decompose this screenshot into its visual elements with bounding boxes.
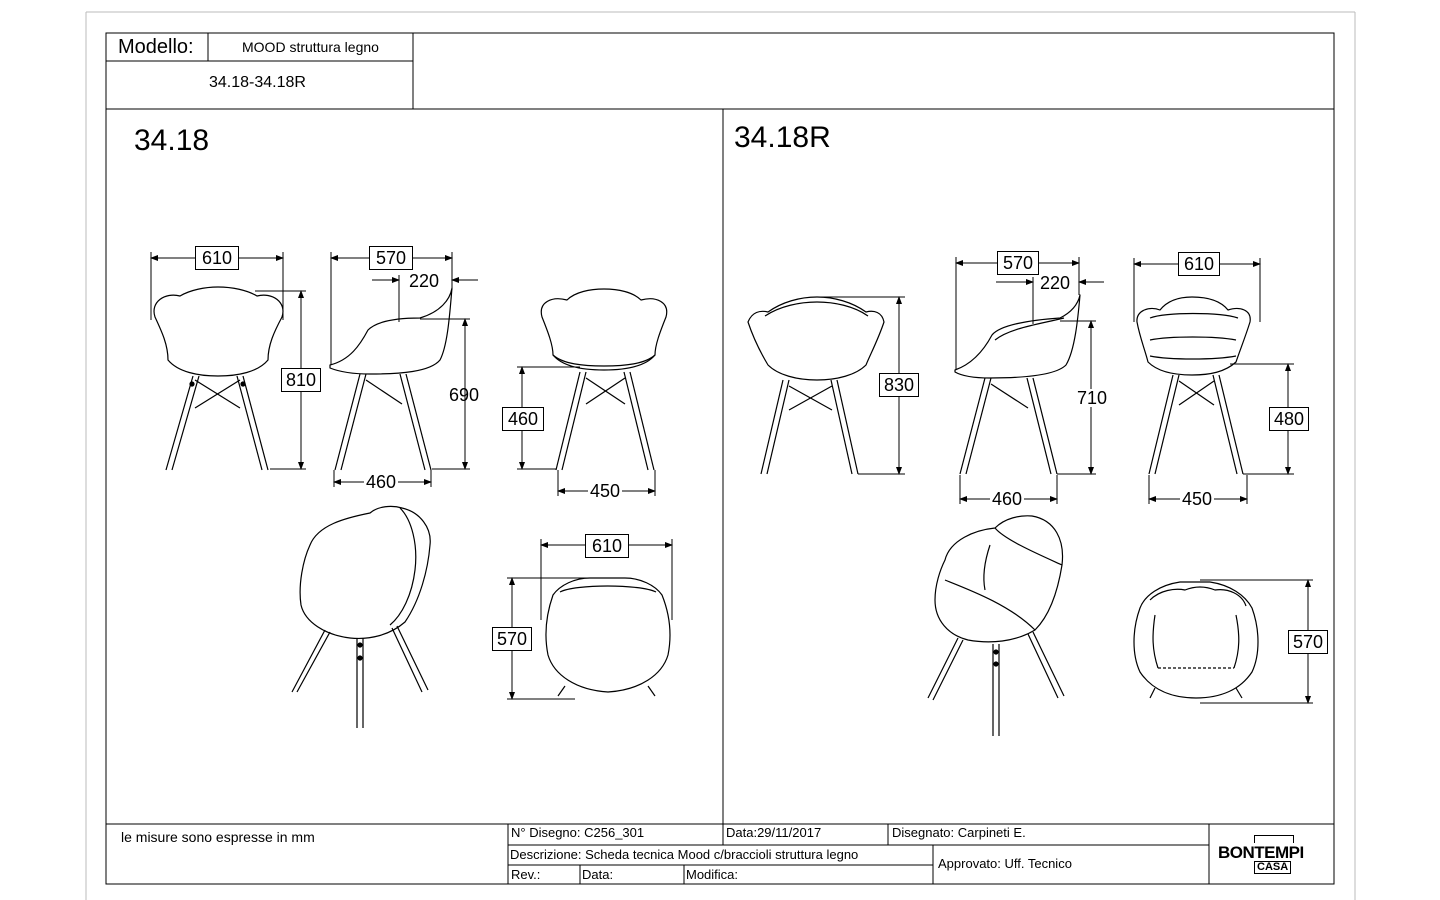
drawing-date: Data:29/11/2017 [726,825,822,840]
right-iso-view [927,515,1065,736]
dim-left-back-seat-height: 460 [502,407,544,431]
dim-left-side-depth: 570 [369,246,413,270]
dim-left-front-width: 610 [195,246,239,270]
dim-right-top-depth: 570 [1288,630,1328,654]
dim-left-side-arm-height: 690 [449,385,480,405]
left-panel-title: 34.18 [134,124,210,157]
dim-right-side-base: 460 [990,489,1025,509]
dim-right-front-width: 610 [1178,252,1220,276]
dim-left-top-width: 610 [585,534,629,558]
dim-right-back-height: 830 [879,373,919,397]
dim-right-front-seat-height: 480 [1269,407,1309,431]
modello-label: Modello: [118,36,194,58]
logo-wordmark: BONTEMPI [1218,843,1304,862]
right-side-view [954,294,1081,475]
drawing-number: N° Disegno: C256_301 [511,825,645,840]
dim-left-side-arm: 220 [409,271,440,291]
left-iso-view [291,505,431,728]
modification-label: Modifica: [686,867,739,882]
description: Descrizione: Scheda tecnica Mood c/bracc… [510,847,859,862]
bontempi-logo: BONTEMPI CASA [1218,835,1326,876]
right-panel-title: 34.18R [734,121,831,154]
designed-by: Disegnato: Carpineti E. [892,825,1026,840]
revision-label: Rev.: [511,867,541,882]
dim-right-side-arm-height: 710 [1076,388,1109,408]
right-top-view [1133,581,1259,699]
dim-right-side-arm: 220 [1040,273,1071,293]
modello-value: MOOD struttura legno [242,39,379,55]
logo-bracket-top [1254,835,1294,843]
approved-by: Approvato: Uff. Tecnico [938,856,1072,871]
units-note: le misure sono espresse in mm [121,829,315,845]
dim-left-side-base: 460 [364,472,399,492]
dim-right-side-depth: 570 [997,251,1039,275]
model-codes: 34.18-34.18R [209,74,306,91]
right-front-view [1136,296,1251,475]
left-back-view [540,288,668,471]
dim-left-front-height: 810 [281,368,321,392]
left-side-view [329,287,453,471]
revision-date-label: Data: [582,867,614,882]
dim-left-top-depth: 570 [492,627,532,651]
dim-left-back-base: 450 [588,481,623,501]
logo-casa: CASA [1254,861,1292,874]
dim-right-front-base: 450 [1180,489,1215,509]
left-front-view [153,286,284,471]
right-back-view [747,296,885,475]
left-top-view [545,577,671,697]
